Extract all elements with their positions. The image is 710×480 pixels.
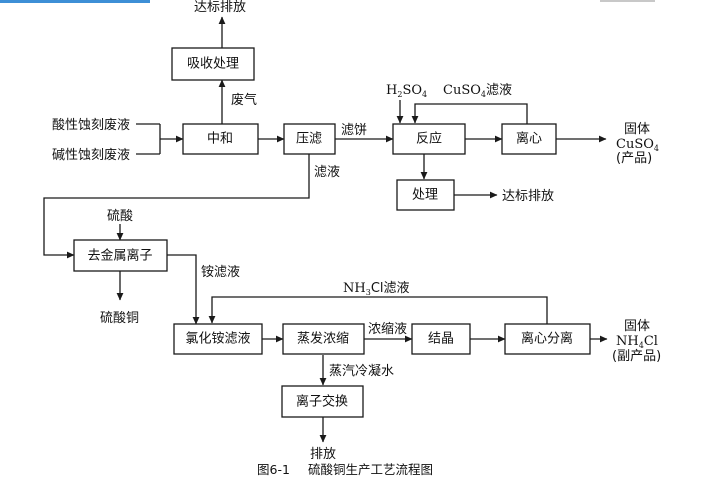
- label-filter-cake: 滤饼: [341, 123, 367, 138]
- box-press-filter-label: 压滤: [296, 132, 322, 147]
- arrow-nh3cl-recycle: [208, 296, 548, 324]
- box-treat-label: 处理: [412, 188, 438, 203]
- box-absorb: 吸收处理: [171, 47, 255, 81]
- box-ion-exchange-label: 离子交换: [296, 394, 348, 410]
- label-concentrate: 浓缩液: [368, 321, 407, 337]
- box-absorb-label: 吸收处理: [187, 57, 239, 72]
- box-centrifuge-sep-label: 离心分离: [521, 331, 573, 347]
- box-centrifuge-label: 离心: [516, 131, 542, 147]
- cuso4-filtrate-tail: 滤液: [486, 83, 512, 98]
- box-press-filter: 压滤: [283, 123, 336, 155]
- box-centrifuge-sep: 离心分离: [504, 323, 591, 355]
- label-copper-sulfate: 硫酸铜: [100, 311, 139, 326]
- box-nh4cl-filtrate-label: 氯化铵滤液: [185, 332, 250, 347]
- arrow-press-to-remove-metal: [43, 154, 310, 259]
- label-discharge-top: 达标排放: [194, 0, 246, 15]
- label-acid-waste: 酸性蚀刻废液: [52, 117, 130, 133]
- label-solid-2: 固体: [624, 319, 650, 334]
- box-evaporate: 蒸发浓缩: [282, 323, 365, 355]
- label-nh4cl-product: NH4Cl: [616, 334, 658, 350]
- nh3cl-sub: 3: [366, 288, 371, 297]
- box-centrifuge: 离心: [501, 123, 557, 155]
- box-crystallize: 结晶: [411, 323, 471, 355]
- box-nh4cl-filtrate: 氯化铵滤液: [173, 323, 263, 355]
- label-filtrate: 滤液: [314, 165, 340, 180]
- label-ammonium-filtrate: 铵滤液: [201, 265, 240, 280]
- label-alkali-waste: 碱性蚀刻废液: [52, 147, 130, 163]
- label-discharge-mid: 达标排放: [502, 189, 554, 204]
- label-discharge-bottom: 排放: [310, 447, 336, 462]
- box-react: 反应: [392, 123, 466, 155]
- box-remove-metal-label: 去金属离子: [87, 248, 152, 264]
- box-ion-exchange: 离子交换: [281, 385, 364, 418]
- cuso4-filtrate-sub: 4: [481, 90, 486, 99]
- h2so4-mid: SO: [402, 83, 422, 98]
- cuso4-sub: 4: [654, 144, 659, 153]
- top-strip-artifact: [0, 0, 150, 3]
- nh3cl-tail: Cl滤液: [371, 281, 410, 296]
- caption-title: 硫酸铜生产工艺流程图: [308, 462, 433, 477]
- cuso4-filtrate-main: CuSO: [443, 83, 481, 98]
- box-neutralize-label: 中和: [207, 132, 233, 147]
- label-steam-condensate: 蒸汽冷凝水: [329, 363, 394, 379]
- label-cuso4-product: CuSO4: [616, 137, 659, 153]
- cuso4-main: CuSO: [616, 137, 654, 152]
- nh4cl-sub: 4: [639, 341, 644, 350]
- nh4cl-tail: Cl: [644, 334, 658, 349]
- label-byproduct: (副产品): [612, 349, 661, 364]
- arrow-cuso4-recycle: [411, 103, 528, 124]
- label-waste-gas: 废气: [231, 92, 257, 108]
- nh3cl-main: NH: [343, 281, 366, 296]
- label-solid-1: 固体: [624, 122, 650, 137]
- nh4cl-main: NH: [616, 334, 639, 349]
- box-react-label: 反应: [416, 131, 442, 147]
- h2so4-sub2: 4: [422, 90, 427, 99]
- box-crystallize-label: 结晶: [428, 332, 454, 347]
- label-nh3cl-filtrate: NH3Cl滤液: [343, 281, 410, 297]
- label-product: (产品): [616, 151, 652, 166]
- h2so4-sub1: 2: [397, 90, 402, 99]
- box-treat: 处理: [396, 179, 455, 211]
- caption-figure-number: 图6-1: [257, 462, 290, 477]
- label-sulfuric-acid: 硫酸: [107, 209, 133, 224]
- box-evaporate-label: 蒸发浓缩: [297, 331, 349, 347]
- box-neutralize: 中和: [182, 123, 259, 155]
- box-remove-metal: 去金属离子: [73, 239, 168, 272]
- label-cuso4-filtrate: CuSO4滤液: [443, 83, 512, 99]
- h2so4-main: H: [386, 83, 397, 98]
- arrow-remove-metal-to-nh4cl: [167, 254, 200, 325]
- label-h2so4: H2SO4: [386, 83, 427, 99]
- top-strip-artifact-right: [600, 0, 655, 2]
